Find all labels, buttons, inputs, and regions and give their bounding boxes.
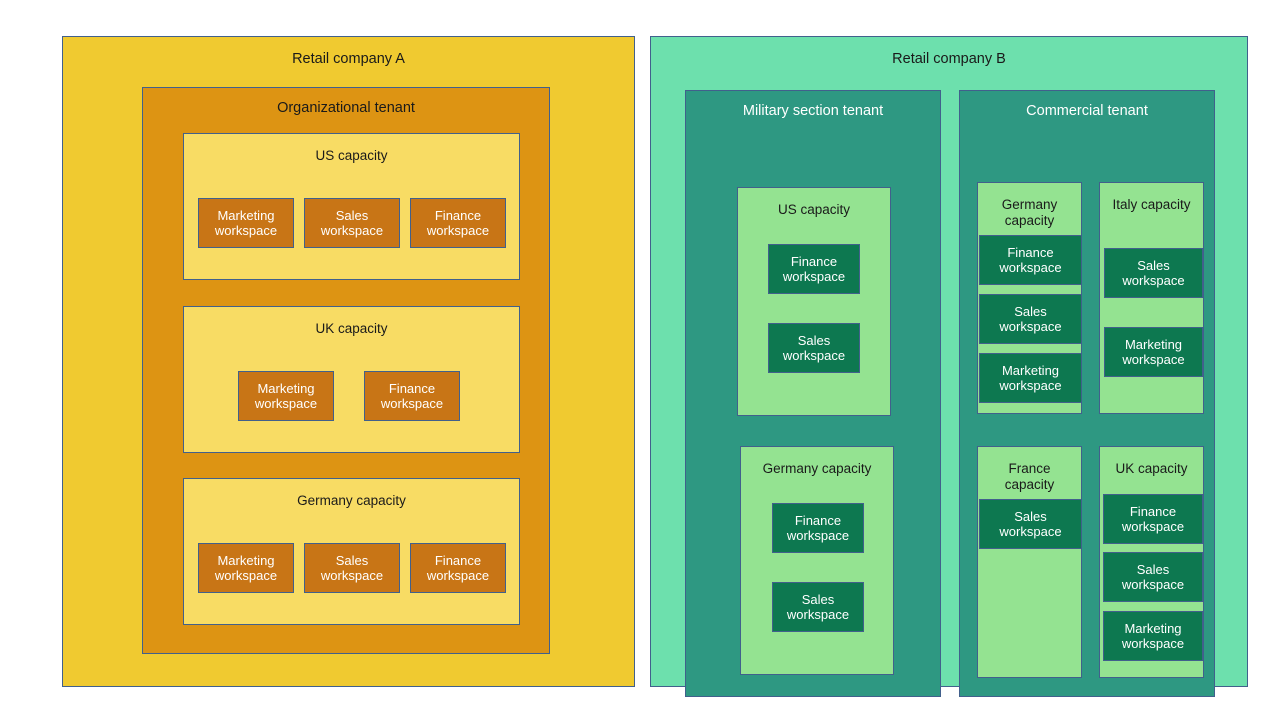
company-retail-b[interactable]: Retail company B Military section tenant… [650, 36, 1248, 697]
capacity-us-org-label: US capacity [315, 148, 388, 163]
company-retail-a[interactable]: Retail company A Organizational tenant U… [62, 36, 635, 687]
workspace-marketing[interactable]: Marketing workspace [198, 198, 294, 248]
capacity-france-commercial[interactable]: France capacity Sales workspace [977, 446, 1082, 678]
company-retail-b-label: Retail company B [892, 51, 1006, 67]
workspace-finance[interactable]: Finance workspace [768, 244, 860, 294]
capacity-us-military-label: US capacity [777, 202, 851, 217]
capacity-italy-commercial[interactable]: Italy capacity Sales workspace Marketing… [1099, 182, 1204, 414]
capacity-germany-military-label: Germany capacity [762, 461, 872, 476]
company-retail-a-label: Retail company A [292, 51, 405, 67]
workspace-sales[interactable]: Sales workspace [768, 323, 860, 373]
capacity-germany-commercial-label: Germany capacity [1001, 197, 1058, 228]
capacity-uk-commercial-label: UK capacity [1115, 461, 1188, 476]
workspace-sales[interactable]: Sales workspace [304, 543, 400, 593]
tenant-organizational-label: Organizational tenant [277, 100, 415, 116]
workspace-sales[interactable]: Sales workspace [1104, 248, 1203, 298]
workspace-marketing[interactable]: Marketing workspace [1104, 327, 1203, 377]
workspace-marketing[interactable]: Marketing workspace [198, 543, 294, 593]
capacity-uk-commercial[interactable]: UK capacity Finance workspace Sales work… [1099, 446, 1204, 678]
workspace-finance[interactable]: Finance workspace [979, 235, 1082, 285]
capacity-germany-commercial[interactable]: Germany capacity Finance workspace Sales… [977, 182, 1082, 414]
workspace-sales[interactable]: Sales workspace [1103, 552, 1203, 602]
workspace-finance[interactable]: Finance workspace [772, 503, 864, 553]
workspace-sales[interactable]: Sales workspace [304, 198, 400, 248]
tenant-commercial-label: Commercial tenant [1026, 103, 1148, 119]
workspace-sales[interactable]: Sales workspace [979, 499, 1082, 549]
capacity-italy-commercial-label: Italy capacity [1112, 197, 1191, 212]
workspace-marketing[interactable]: Marketing workspace [979, 353, 1082, 403]
workspace-finance[interactable]: Finance workspace [364, 371, 460, 421]
workspace-finance[interactable]: Finance workspace [410, 198, 506, 248]
workspace-marketing[interactable]: Marketing workspace [238, 371, 334, 421]
workspace-sales[interactable]: Sales workspace [772, 582, 864, 632]
capacity-germany-org[interactable]: Germany capacity Marketing workspace Sal… [183, 478, 520, 625]
tenant-organizational[interactable]: Organizational tenant US capacity Market… [142, 87, 550, 654]
tenant-military-section[interactable]: Military section tenant US capacity Fina… [685, 90, 941, 697]
capacity-france-commercial-label: France capacity [1004, 461, 1055, 492]
workspace-finance[interactable]: Finance workspace [1103, 494, 1203, 544]
workspace-finance[interactable]: Finance workspace [410, 543, 506, 593]
capacity-us-org[interactable]: US capacity Marketing workspace Sales wo… [183, 133, 520, 280]
capacity-uk-org-label: UK capacity [315, 321, 388, 336]
workspace-marketing[interactable]: Marketing workspace [1103, 611, 1203, 661]
workspace-sales[interactable]: Sales workspace [979, 294, 1082, 344]
capacity-us-military[interactable]: US capacity Finance workspace Sales work… [737, 187, 891, 416]
tenant-military-section-label: Military section tenant [742, 103, 884, 119]
capacity-germany-org-label: Germany capacity [297, 493, 406, 508]
capacity-uk-org[interactable]: UK capacity Marketing workspace Finance … [183, 306, 520, 453]
tenant-commercial[interactable]: Commercial tenant Germany capacity Finan… [959, 90, 1215, 697]
capacity-germany-military[interactable]: Germany capacity Finance workspace Sales… [740, 446, 894, 675]
